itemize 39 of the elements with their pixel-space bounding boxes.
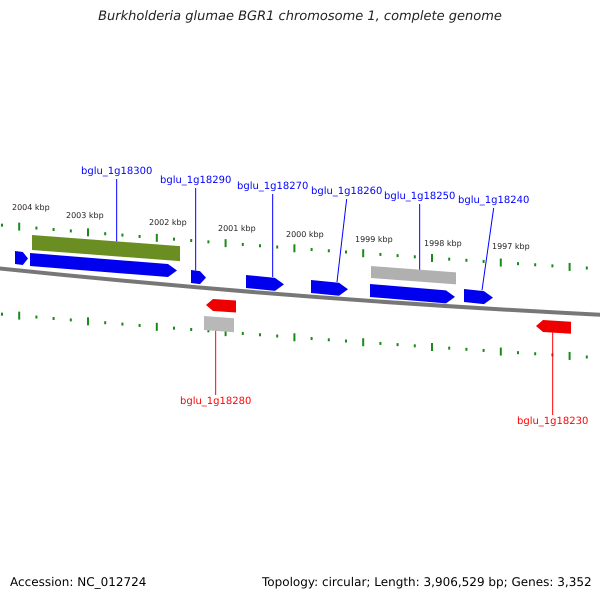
gene-label: bglu_1g18240 [458,196,530,206]
leader-line [116,178,118,242]
scale-label: 1998 kbp [424,240,462,248]
gene-label: bglu_1g18280 [180,397,252,407]
title: Burkholderia glumae BGR1 chromosome 1, complete genome [97,10,503,23]
scale-label: 2002 kbp [149,219,187,227]
scale-label: 1997 kbp [492,243,530,251]
gene-feature [246,275,284,291]
accession-text: Accession: NC_012724 [10,576,146,588]
genome-info-text: Topology: circular; Length: 3,906,529 bp; Genes: 3,352 [262,576,592,588]
gene-label: bglu_1g18250 [384,192,456,202]
gene-label: bglu_1g18270 [237,182,308,192]
gene-label: bglu_1g18260 [311,187,382,197]
leader-line [482,208,494,291]
leader-line [419,204,420,270]
leader-line [272,194,274,278]
feature-bar [371,266,456,284]
leader-line [336,198,348,282]
gene-feature [311,280,348,296]
leader-line [195,188,196,271]
gene-feature [15,251,28,265]
feature-bar [204,316,234,332]
scale-label: 1999 kbp [355,236,393,244]
leader-line [552,332,554,416]
scale-label: 2004 kbp [12,204,50,212]
gene-feature [370,284,455,304]
leader-line [215,330,216,396]
gene-label: bglu_1g18300 [81,167,152,177]
feature-bar [32,235,180,262]
scale-label: 2003 kbp [66,212,104,220]
gene-feature [464,289,493,304]
gene-feature [536,320,571,334]
scale-label: 2000 kbp [286,231,324,239]
gene-label: bglu_1g18290 [160,176,232,186]
gene-feature [191,270,206,284]
gene-feature [206,299,236,312]
scale-label: 2001 kbp [218,225,256,233]
gene-feature [30,253,177,278]
gene-label: bglu_1g18230 [517,417,588,427]
